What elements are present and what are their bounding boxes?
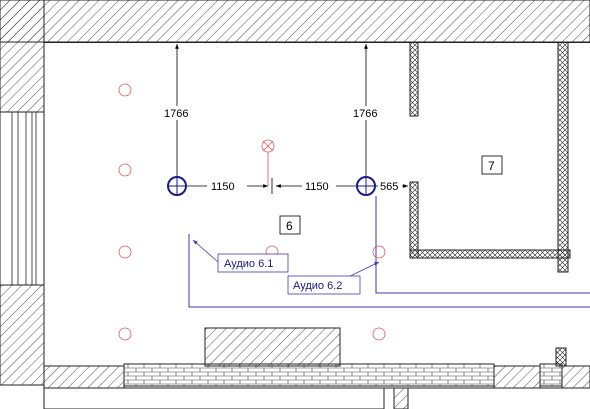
wall-left [0,0,45,386]
audio-label-box-2 [287,275,361,295]
audio-label-box-1 [217,253,289,273]
dim-left-vertical: 1766 [164,108,188,120]
beam-block [204,327,341,367]
dim-horizontal-right: 1150 [305,181,329,193]
partition-room-7 [409,41,571,273]
audio-cable [188,196,590,308]
center-mark-icon [261,139,275,186]
room-tag-7 [481,155,503,175]
dim-right-offset: 565 [380,181,398,193]
room-number-6: 6 [286,219,293,233]
speaker-icon [356,176,376,196]
audio-label-1: Аудио 6.1 [224,258,273,270]
dim-horizontal-left: 1150 [211,181,235,193]
room-tag-6 [279,215,301,235]
wall-top [0,0,590,43]
audio-label-2: Аудио 6.2 [293,280,342,292]
speaker-icon [167,176,187,196]
wall-bottom [43,363,590,409]
ceiling-light-icon [118,83,386,341]
room-number-7: 7 [488,159,495,173]
dim-right-vertical: 1766 [353,108,377,120]
column-right [555,347,567,367]
window-left [0,111,45,286]
